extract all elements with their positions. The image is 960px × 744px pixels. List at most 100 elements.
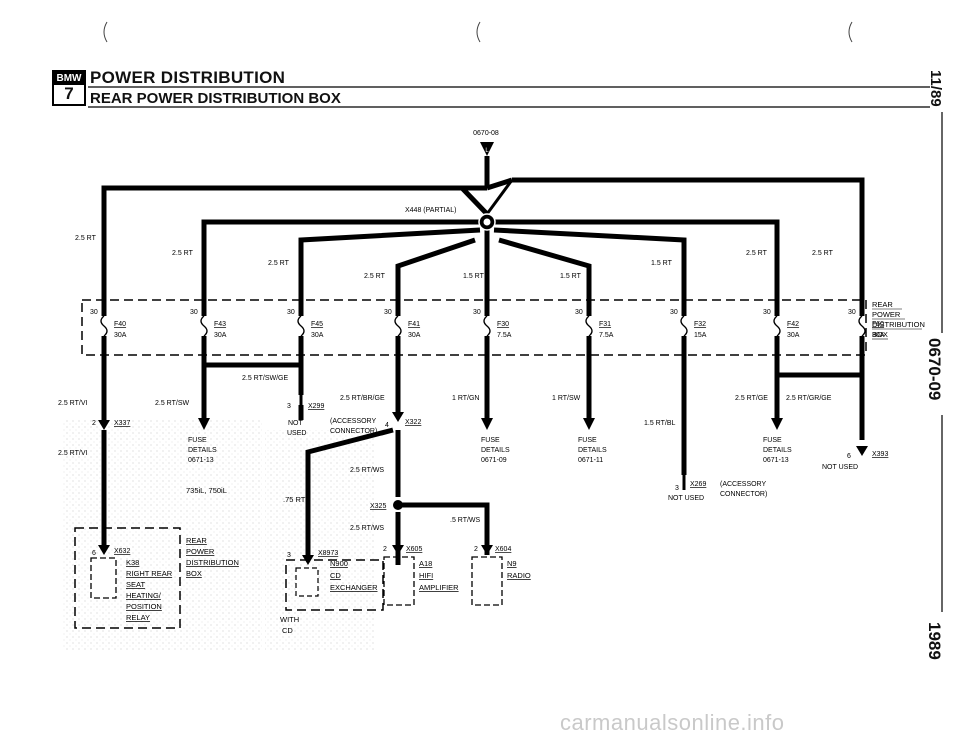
x448-splice-lines xyxy=(460,179,514,216)
fuse-details-1-l2: DETAILS xyxy=(188,447,217,454)
k38-desc-l4: POSITION xyxy=(126,602,162,611)
logo-series: 7 xyxy=(64,84,74,103)
wire-label-9: 2.5 RT xyxy=(812,250,834,257)
x604-connector-icon xyxy=(481,545,493,555)
fuse-pin-label: 30 xyxy=(287,309,295,316)
shaded-region-center xyxy=(265,430,375,650)
fuse-rating-label: 7.5A xyxy=(497,332,512,339)
x322-connector-icon xyxy=(392,412,404,422)
bus-wire-f41 xyxy=(395,237,476,300)
fuse-name-label: F30 xyxy=(497,321,509,328)
fuse-symbol-icon xyxy=(680,315,688,337)
x337-connector-icon xyxy=(98,420,110,430)
bmw-7-logo-icon: BMW 7 xyxy=(52,70,86,106)
fuse-symbol-icon xyxy=(200,315,208,337)
wire-label-2: 2.5 RT xyxy=(172,250,194,257)
out-label-f45-bridge: 2.5 RT/SW/GE xyxy=(242,375,288,382)
fuse-symbol-icon xyxy=(483,315,491,337)
n9-radio-icon xyxy=(471,556,503,606)
k38-desc-l1: RIGHT REAR xyxy=(126,569,173,578)
x8973-label: X8973 xyxy=(318,550,338,557)
x269-not-used: NOT USED xyxy=(668,495,704,502)
fuse-name-label: F45 xyxy=(311,321,323,328)
k38-desc-l5: RELAY xyxy=(126,613,150,622)
fuse-pin-label: 30 xyxy=(90,309,98,316)
bus-wire-f31 xyxy=(498,237,592,300)
a18-desc-l2: AMPLIFIER xyxy=(419,583,459,592)
fuse-rating-label: 7.5A xyxy=(599,332,614,339)
x325-down-label: 2.5 RT/WS xyxy=(350,525,384,532)
fuse-rating-label: 15A xyxy=(694,332,707,339)
x448-label: X448 (PARTIAL) xyxy=(405,207,457,214)
fuse-pin-label: 30 xyxy=(384,309,392,316)
fuse-details-2-l1: FUSE xyxy=(481,437,500,444)
fuse-details-3-l2: DETAILS xyxy=(578,447,607,454)
rear-box-l1: REAR xyxy=(186,536,207,545)
x393-pin: 6 xyxy=(847,453,851,460)
fuse-details-2-l2: DETAILS xyxy=(481,447,510,454)
x325-up-label: 2.5 RT/WS xyxy=(350,467,384,474)
x393-label: X393 xyxy=(872,451,888,458)
x325-label: X325 xyxy=(370,503,386,510)
box-label-l4: BOX xyxy=(872,330,888,339)
page-subtitle: REAR POWER DISTRIBUTION BOX xyxy=(90,90,341,107)
k38-desc-l2: SEAT xyxy=(126,580,145,589)
x299-pin: 3 xyxy=(287,403,291,410)
n900-desc-l2: EXCHANGER xyxy=(330,583,378,592)
x604-label: X604 xyxy=(495,546,511,553)
fuse-details-4-l1: FUSE xyxy=(763,437,782,444)
a18-desc-l1: HIFI xyxy=(419,571,433,580)
box-label-l2: POWER xyxy=(872,310,901,319)
fuse-symbol-icon xyxy=(773,315,781,337)
feed-arrow-icon xyxy=(480,142,494,156)
fuse-pin-label: 30 xyxy=(473,309,481,316)
page-title: POWER DISTRIBUTION xyxy=(90,68,286,87)
out-label-f42: 2.5 RT/GE xyxy=(735,395,768,402)
model-note: 735iL, 750iL xyxy=(186,486,227,495)
n9-label: N9 xyxy=(507,559,517,568)
x605-label: X605 xyxy=(406,546,422,553)
watermark: carmanualsonline.info xyxy=(560,710,785,735)
shaded-region-left xyxy=(62,420,262,650)
fuse-details-4-l2: DETAILS xyxy=(763,447,792,454)
fuse-name-label: F42 xyxy=(787,321,799,328)
output-wires xyxy=(101,355,865,545)
bus-wire-f40 xyxy=(101,185,489,300)
k38-desc-l3: HEATING/ xyxy=(126,591,162,600)
fuse-pin-label: 30 xyxy=(848,309,856,316)
box-label-l1: REAR xyxy=(872,300,893,309)
x632-label: X632 xyxy=(114,548,130,555)
fuse-details-4: FUSE DETAILS 0671-13 xyxy=(763,437,792,464)
out-label-f32: 1.5 RT/BL xyxy=(644,420,675,427)
rear-box-l4: BOX xyxy=(186,569,202,578)
n900-label: N900 xyxy=(330,559,348,568)
fuse-pin-label: 30 xyxy=(670,309,678,316)
fuse-details-1-l1: FUSE xyxy=(188,437,207,444)
x8973-pin: 3 xyxy=(287,552,291,559)
n9-desc-l1: RADIO xyxy=(507,571,531,580)
fuse-pin-label: 30 xyxy=(190,309,198,316)
fuse-rating-label: 30A xyxy=(214,332,227,339)
x299-label: X299 xyxy=(308,403,324,410)
distribution-box-outline xyxy=(81,299,867,356)
accessory2-l1: (ACCESSORY xyxy=(720,481,766,488)
down-arrows xyxy=(198,418,783,430)
x322-label: X322 xyxy=(405,419,421,426)
fuse-details-2-l3: 0671-09 xyxy=(481,457,507,464)
out-label-f41: 2.5 RT/BR/GE xyxy=(340,395,385,402)
bus-wires xyxy=(101,177,865,300)
fuse-name-label: F32 xyxy=(694,321,706,328)
fuse-symbol-icon xyxy=(100,315,108,337)
fuse-rating-label: 30A xyxy=(872,332,885,339)
x605-pin: 2 xyxy=(383,546,387,553)
bus-wire-f45 xyxy=(298,227,481,300)
fuse-rating-label: 30A xyxy=(311,332,324,339)
with-cd-l2: CD xyxy=(282,626,293,635)
